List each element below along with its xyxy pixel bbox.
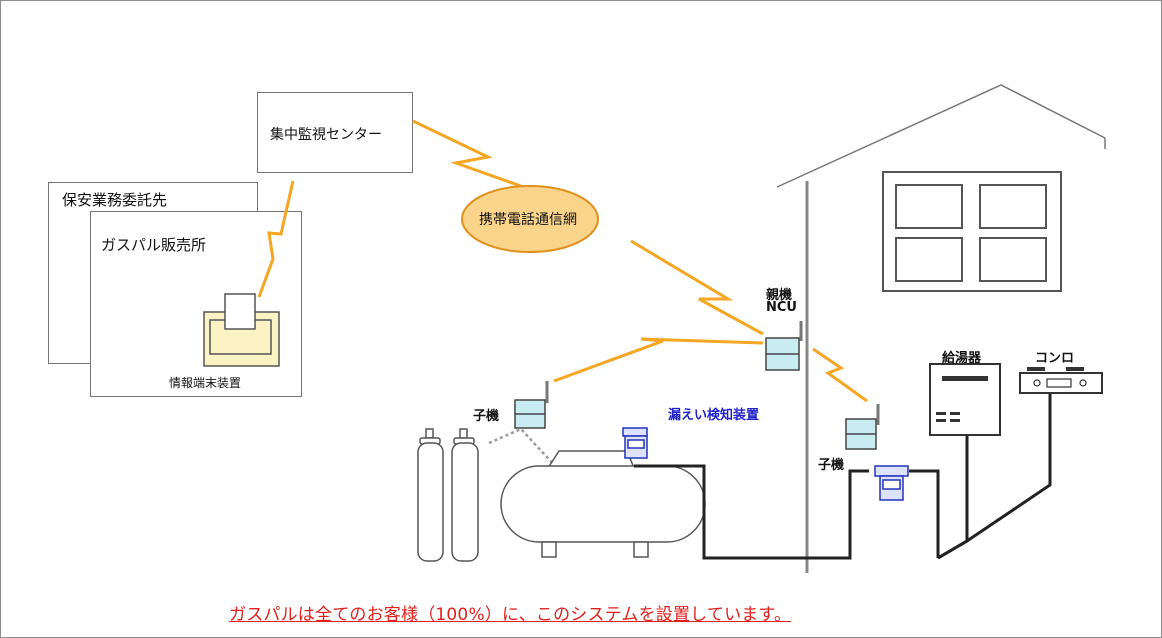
ncu-unit — [765, 321, 803, 371]
gas-pipes — [634, 391, 1052, 560]
dealer-label: ガスパル販売所 — [101, 236, 207, 254]
radio-links — [257, 119, 868, 403]
house-outline — [776, 84, 1106, 188]
parent-unit-label-line1: 親機 — [766, 288, 793, 303]
leak-detector-label: 漏えい検知装置 — [668, 408, 760, 423]
link-network-ncu — [630, 239, 764, 336]
link-center-network — [412, 119, 530, 191]
terminal-device — [203, 293, 280, 367]
child-unit-tank-device — [514, 381, 549, 429]
link-dealer-center — [257, 180, 295, 298]
child-unit-house-device — [845, 404, 880, 450]
network-label: 携帯電話通信網 — [479, 212, 577, 228]
network-ellipse — [461, 185, 599, 253]
gas-cylinders — [417, 428, 479, 562]
terminal-label: 情報端末装置 — [169, 376, 242, 390]
water-heater-label: 給湯器 — [942, 351, 982, 366]
caption-text: ガスパルは全てのお客様（100%）に、このシステムを設置しています。 — [229, 605, 792, 625]
dotted-link — [488, 427, 558, 469]
parent-unit-label-line2: NCU — [766, 300, 797, 315]
monitoring-center-box: 集中監視センター — [257, 92, 413, 173]
child-unit-tank-label: 子機 — [473, 409, 500, 424]
link-ncu-tank-unit — [553, 337, 764, 383]
link-ncu-house-unit — [812, 347, 868, 403]
gas-meter-house — [874, 465, 909, 501]
bulk-tank — [500, 450, 706, 558]
stove-device — [1019, 367, 1103, 394]
child-unit-house-label: 子機 — [818, 458, 845, 473]
monitoring-center-label: 集中監視センター — [270, 127, 382, 143]
security-contractor-label: 保安業務委託先 — [62, 191, 168, 209]
gas-meter-tank — [622, 427, 648, 459]
house-window — [882, 171, 1062, 292]
water-heater-device — [929, 363, 1001, 436]
stove-label: コンロ — [1035, 351, 1075, 366]
